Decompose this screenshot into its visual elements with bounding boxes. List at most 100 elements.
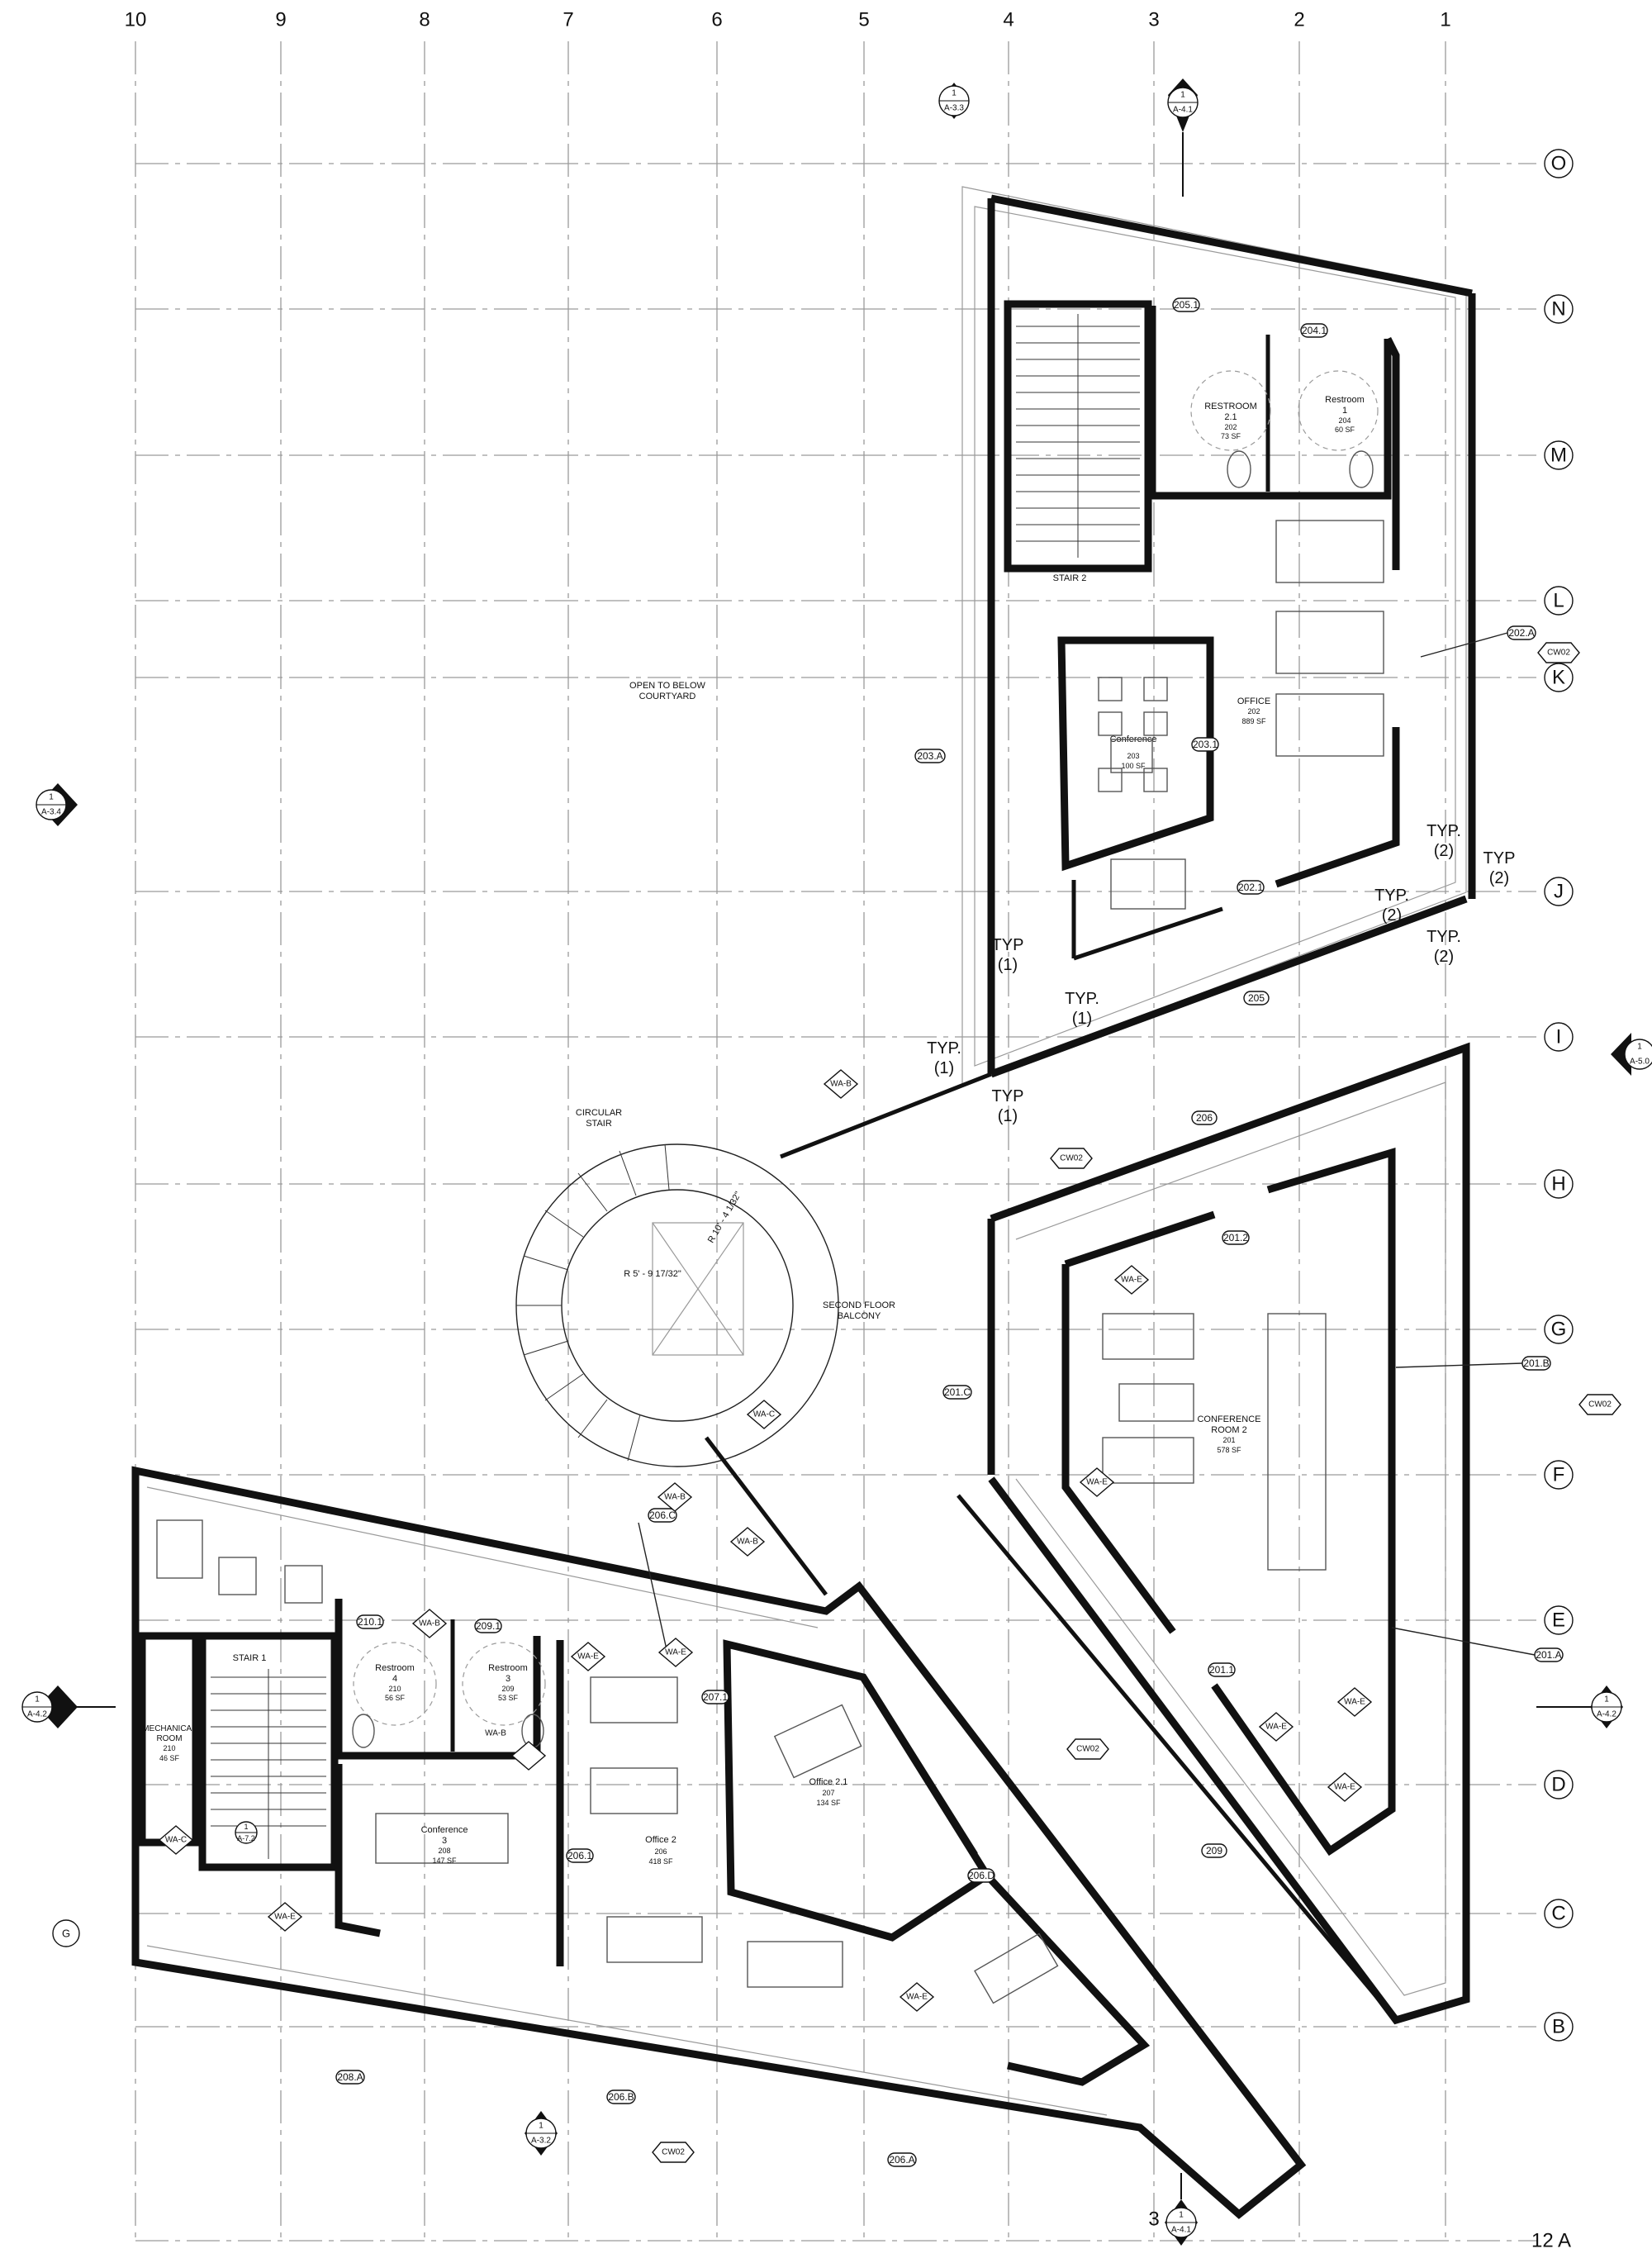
grid-row-bubble: K: [1544, 663, 1574, 692]
door-tag: 209.1: [474, 1619, 502, 1633]
section-marker: 1 A-4.2: [1536, 1685, 1623, 1728]
door-tags: 205.1 204.1 203.1 202.1 205 206 201.2 20…: [335, 297, 1564, 2167]
svg-text:WA-B: WA-B: [419, 1619, 440, 1628]
svg-text:205: 205: [1248, 992, 1265, 1004]
svg-text:WA-E: WA-E: [1265, 1723, 1287, 1732]
svg-text:1: 1: [49, 793, 54, 802]
section-marker: 1 A-5.0: [1611, 1033, 1652, 1076]
svg-text:202.A: 202.A: [1508, 627, 1534, 639]
svg-text:O: O: [1551, 153, 1567, 175]
section-marker: 1 A-4.2: [21, 1685, 116, 1728]
svg-text:207.1: 207.1: [703, 1691, 728, 1703]
restroom-2-1-area: 73 SF: [1221, 432, 1241, 440]
grid-row-bubble: B: [1544, 2012, 1574, 2042]
typ-note: TYP.: [1427, 822, 1461, 840]
svg-text:A-4.1: A-4.1: [1173, 106, 1193, 115]
section-marker: 1 A-7.2: [235, 1821, 258, 1844]
grid-row-bubble: N: [1544, 294, 1574, 324]
conference-3-area: 147 SF: [432, 1857, 457, 1865]
restroom-4-area: 56 SF: [385, 1694, 406, 1702]
typ-note: TYP.: [1065, 990, 1099, 1008]
curtain-wall-tags: CW02 CW02 CW02 CW02 CW02: [652, 642, 1621, 2163]
svg-text:WA-B: WA-B: [737, 1538, 758, 1547]
door-tag: 201.A: [1534, 1647, 1564, 1662]
office-name: OFFICE: [1237, 696, 1270, 706]
svg-text:N: N: [1551, 298, 1565, 321]
grid-row-bubble: L: [1544, 586, 1574, 616]
grid-column-label: 5: [858, 9, 869, 31]
door-tag: 207.1: [701, 1690, 729, 1704]
grid-column-label: 7: [563, 9, 573, 31]
conference-area: 100 SF: [1121, 762, 1146, 770]
grid-row-labels: O N M L K J I H G F E D C B 12 A 3 G: [52, 149, 1574, 2252]
typ-note: (2): [1489, 869, 1509, 887]
restroom-3-room: 209: [501, 1685, 514, 1693]
svg-text:A-4.2: A-4.2: [27, 1710, 47, 1719]
section-marker: 1 A-3.4: [36, 783, 78, 826]
grid-row-bubble: C: [1544, 1899, 1574, 1928]
grid-bubble-g: G: [52, 1919, 80, 1947]
svg-text:WA-B: WA-B: [830, 1080, 852, 1089]
wall-type-tag: WA-E: [1113, 1265, 1150, 1295]
svg-text:A-4.2: A-4.2: [1597, 1710, 1616, 1719]
svg-text:A-3.4: A-3.4: [41, 808, 61, 817]
svg-text:206.A: 206.A: [889, 2154, 914, 2166]
grid-column-label: 8: [419, 9, 430, 31]
grid-column-label: 1: [1440, 9, 1450, 31]
stair-2-treads: [1016, 314, 1140, 558]
grid-column-label: 9: [275, 9, 286, 31]
office-2-1-name: Office 2.1: [809, 1777, 848, 1787]
section-marker: 1 A-3.3: [938, 83, 970, 119]
svg-text:CW02: CW02: [662, 2148, 685, 2157]
svg-text:WA-C: WA-C: [165, 1836, 187, 1845]
restroom-1-name: Restroom: [1325, 395, 1365, 405]
wall-type-tag: WA-E: [657, 1638, 694, 1667]
grid-row-bubble: H: [1544, 1169, 1574, 1199]
svg-text:206.B: 206.B: [608, 2091, 634, 2103]
svg-text:H: H: [1551, 1173, 1565, 1196]
restroom-1-area: 60 SF: [1335, 426, 1355, 434]
conference-3-name: Conference: [421, 1825, 468, 1835]
radius-outer-dimension: R 10' - 4 1/32": [706, 1190, 743, 1244]
grid-column-labels: 10 9 8 7 6 5 4 3 2 1: [125, 9, 1451, 31]
door-tag: 206: [1191, 1110, 1218, 1125]
svg-text:B: B: [1552, 2016, 1565, 2038]
svg-text:A-4.1: A-4.1: [1171, 2226, 1191, 2235]
svg-text:209: 209: [1206, 1845, 1222, 1857]
svg-text:1: 1: [1179, 2211, 1184, 2220]
restroom-2-1-number: 2.1: [1224, 412, 1237, 422]
typ-note: (1): [934, 1059, 954, 1077]
restroom-4-room: 210: [388, 1685, 401, 1693]
section-marker: 1 A-4.1: [1165, 2173, 1198, 2246]
svg-text:E: E: [1552, 1609, 1565, 1632]
svg-text:210.1: 210.1: [358, 1616, 382, 1628]
door-tag: 206.C: [648, 1508, 677, 1523]
grid-bottom-marker: 3: [1148, 2208, 1159, 2231]
open-to-below-label-2: COURTYARD: [639, 692, 696, 701]
svg-text:M: M: [1550, 445, 1567, 467]
conference-room-2-number: ROOM 2: [1211, 1425, 1246, 1435]
svg-text:A-3.2: A-3.2: [531, 2137, 551, 2146]
mechanical-room-label: ROOM: [156, 1734, 182, 1743]
grid-column-label: 3: [1148, 9, 1159, 31]
svg-text:206.1: 206.1: [567, 1850, 592, 1861]
svg-text:1: 1: [1637, 1043, 1642, 1052]
wall-type-tag: WA-B: [823, 1069, 859, 1099]
wall-type-tag: WA-E: [1258, 1712, 1294, 1742]
svg-text:1: 1: [1180, 91, 1185, 100]
wall-type-tag: WA-C: [158, 1825, 194, 1855]
door-tag: 203.1: [1191, 737, 1219, 752]
grid-row-label: 12 A: [1531, 2230, 1571, 2252]
circular-stair-label-1: CIRCULAR: [576, 1108, 622, 1118]
door-tag: 206.B: [606, 2089, 636, 2104]
restroom-3-area: 53 SF: [498, 1694, 519, 1702]
east-building: CONFERENCE ROOM 2 201 578 SF: [987, 1042, 1470, 2025]
grid-lines: [135, 41, 1536, 2242]
office-2-1-area: 134 SF: [816, 1799, 841, 1807]
svg-text:G: G: [62, 1928, 70, 1940]
door-tag: 206.D: [967, 1868, 995, 1883]
svg-text:CW02: CW02: [1588, 1400, 1612, 1410]
typ-note: (1): [1072, 1010, 1092, 1028]
door-tag: 201.2: [1222, 1230, 1250, 1245]
svg-text:A-7.2: A-7.2: [237, 1834, 255, 1842]
